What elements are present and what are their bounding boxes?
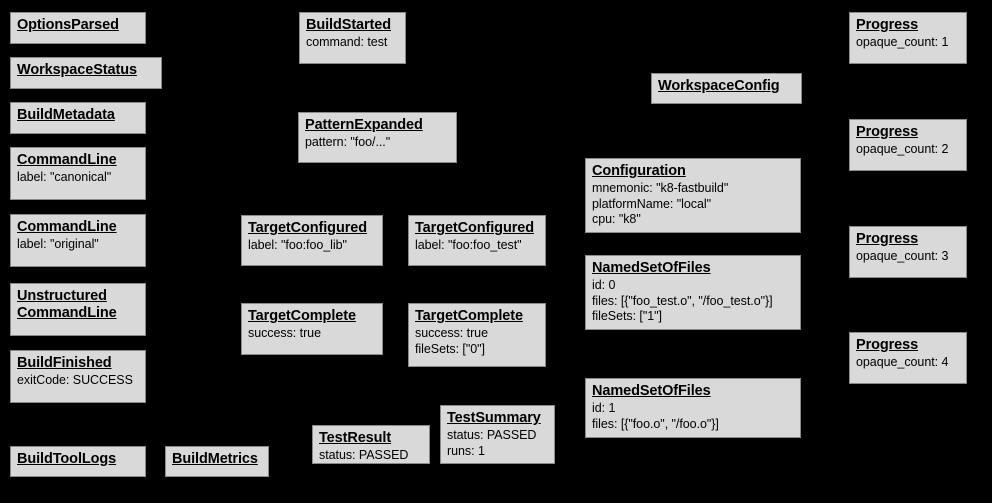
- node-title: BuildMetadata: [17, 107, 115, 123]
- node-target-configured-foo-test[interactable]: TargetConfigured label: "foo:foo_test": [408, 215, 546, 266]
- node-fields: label: "foo:foo_test": [415, 238, 522, 252]
- node-fields: opaque_count: 1: [856, 35, 949, 49]
- node-title: Progress: [856, 124, 919, 140]
- node-fields: id: 0 files: [{"foo_test.o", "/foo_test.…: [592, 278, 773, 323]
- node-title: Configuration: [592, 163, 686, 179]
- node-test-result[interactable]: TestResult status: PASSED: [312, 425, 430, 464]
- node-fields: opaque_count: 3: [856, 249, 949, 263]
- node-fields: exitCode: SUCCESS: [17, 373, 133, 387]
- node-pattern-expanded[interactable]: PatternExpanded pattern: "foo/...": [298, 112, 457, 163]
- node-target-complete-lib[interactable]: TargetComplete success: true: [241, 303, 383, 355]
- node-named-set-of-files-0[interactable]: NamedSetOfFiles id: 0 files: [{"foo_test.…: [585, 255, 801, 330]
- node-progress-1[interactable]: Progress opaque_count: 1: [849, 12, 967, 64]
- node-title: TargetComplete: [415, 308, 523, 324]
- node-title: CommandLine: [17, 219, 117, 235]
- node-workspace-status[interactable]: WorkspaceStatus: [10, 57, 162, 89]
- node-title: TargetConfigured: [415, 220, 534, 236]
- node-fields: id: 1 files: [{"foo.o", "/foo.o"}]: [592, 401, 719, 431]
- node-title: Progress: [856, 17, 919, 33]
- node-title: OptionsParsed: [17, 17, 119, 33]
- node-title: TestSummary: [447, 410, 541, 426]
- node-title: BuildMetrics: [172, 451, 258, 467]
- node-title: WorkspaceConfig: [658, 78, 780, 94]
- node-fields: opaque_count: 4: [856, 355, 949, 369]
- node-fields: command: test: [306, 35, 388, 49]
- node-configuration[interactable]: Configuration mnemonic: "k8-fastbuild" pl…: [585, 158, 801, 233]
- node-title: TargetConfigured: [248, 220, 367, 236]
- node-unstructured-command-line[interactable]: Unstructured CommandLine: [10, 283, 146, 336]
- node-fields: success: true: [248, 326, 321, 340]
- node-progress-2[interactable]: Progress opaque_count: 2: [849, 119, 967, 171]
- node-title: BuildToolLogs: [17, 451, 117, 467]
- node-progress-4[interactable]: Progress opaque_count: 4: [849, 332, 967, 384]
- node-fields: success: true fileSets: ["0"]: [415, 326, 488, 356]
- node-target-configured-foo-lib[interactable]: TargetConfigured label: "foo:foo_lib": [241, 215, 383, 266]
- node-title: TestResult: [319, 430, 392, 446]
- node-title: WorkspaceStatus: [17, 62, 137, 78]
- node-named-set-of-files-1[interactable]: NamedSetOfFiles id: 1 files: [{"foo.o", "…: [585, 378, 801, 438]
- node-title: PatternExpanded: [305, 117, 423, 133]
- node-fields: mnemonic: "k8-fastbuild" platformName: "…: [592, 181, 729, 226]
- node-title: Progress: [856, 337, 919, 353]
- node-build-tool-logs[interactable]: BuildToolLogs: [10, 446, 146, 477]
- node-build-metrics[interactable]: BuildMetrics: [165, 446, 269, 477]
- node-title: CommandLine: [17, 152, 117, 168]
- node-target-complete-test[interactable]: TargetComplete success: true fileSets: ["…: [408, 303, 546, 367]
- node-test-summary[interactable]: TestSummary status: PASSED runs: 1: [440, 405, 555, 464]
- node-title: TargetComplete: [248, 308, 356, 324]
- node-fields: pattern: "foo/...": [305, 135, 391, 149]
- node-fields: status: PASSED: [319, 448, 409, 462]
- node-build-started[interactable]: BuildStarted command: test: [299, 12, 406, 64]
- node-progress-3[interactable]: Progress opaque_count: 3: [849, 226, 967, 278]
- node-options-parsed[interactable]: OptionsParsed: [10, 12, 146, 44]
- node-title: NamedSetOfFiles: [592, 260, 711, 276]
- node-title: BuildFinished: [17, 355, 112, 371]
- node-fields: label: "original": [17, 237, 99, 251]
- node-title: NamedSetOfFiles: [592, 383, 711, 399]
- node-fields: status: PASSED runs: 1: [447, 428, 537, 458]
- node-command-line-original[interactable]: CommandLine label: "original": [10, 214, 146, 267]
- node-title: BuildStarted: [306, 17, 392, 33]
- node-workspace-config[interactable]: WorkspaceConfig: [651, 73, 802, 104]
- node-title: Progress: [856, 231, 919, 247]
- node-fields: opaque_count: 2: [856, 142, 949, 156]
- node-title: Unstructured CommandLine: [17, 288, 117, 321]
- node-fields: label: "foo:foo_lib": [248, 238, 347, 252]
- node-command-line-canonical[interactable]: CommandLine label: "canonical": [10, 147, 146, 200]
- node-build-finished[interactable]: BuildFinished exitCode: SUCCESS: [10, 350, 146, 403]
- node-fields: label: "canonical": [17, 170, 112, 184]
- node-build-metadata[interactable]: BuildMetadata: [10, 102, 146, 134]
